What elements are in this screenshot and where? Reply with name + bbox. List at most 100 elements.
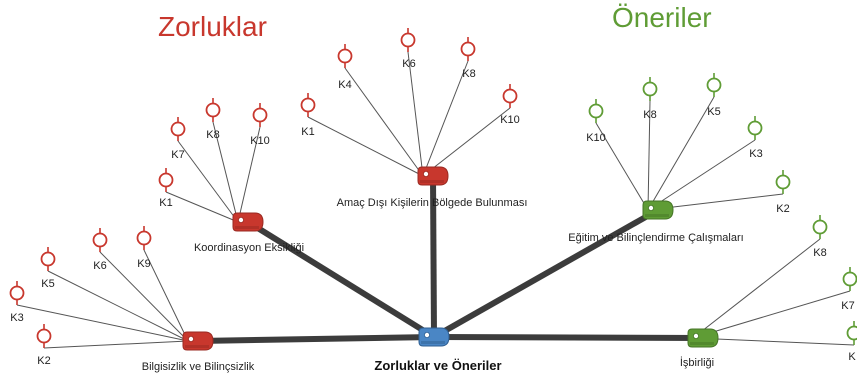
leaf-label: K8 [462, 68, 475, 80]
leaf-bilgisizlik-3[interactable] [92, 228, 108, 252]
edge-egitim-0 [595, 122, 649, 211]
edge-koordinasyon-3 [237, 126, 261, 223]
leaf-isbirligi-2-pin-icon [846, 325, 857, 341]
leaf-koordinasyon-0-pin-icon [158, 172, 174, 188]
leaf-label: K6 [402, 58, 415, 70]
leaf-egitim-1[interactable] [642, 77, 658, 101]
leaf-amac-disi-4-pin-icon [502, 88, 518, 104]
main-edges [197, 175, 704, 344]
challenges-heading: Zorluklar [158, 11, 267, 42]
leaf-egitim-0[interactable] [588, 99, 604, 123]
leaf-amac-disi-2[interactable] [400, 28, 416, 52]
leaf-label: K1 [159, 197, 172, 209]
leaf-koordinasyon-1-pin-icon [170, 121, 186, 137]
edge-egitim-1 [647, 100, 651, 211]
leaf-koordinasyon-0[interactable] [158, 168, 174, 192]
leaf-egitim-2[interactable] [706, 73, 722, 97]
leaf-label: K2 [776, 203, 789, 215]
edge-center-isbirligi [433, 334, 704, 341]
center-tag-hole-icon [423, 331, 430, 338]
category-bilgisizlik-node-shadow [185, 345, 209, 348]
leaf-bilgisizlik-4[interactable] [136, 226, 152, 250]
leaf-label: K8 [643, 109, 656, 121]
leaf-koordinasyon-1[interactable] [170, 117, 186, 141]
leaf-bilgisizlik-4-pin-icon [136, 230, 152, 246]
leaf-isbirligi-0-pin-icon [812, 219, 828, 235]
leaf-label: K5 [41, 278, 54, 290]
edge-bilgisizlik-2 [47, 270, 189, 342]
category-bilgisizlik-node-hole-icon [187, 335, 194, 342]
center-tag[interactable] [418, 327, 450, 347]
leaf-label: K8 [813, 247, 826, 259]
leaf-bilgisizlik-2-pin-icon [40, 251, 56, 267]
category-koordinasyon-node-hole-icon [237, 216, 244, 223]
edge-koordinasyon-1 [177, 140, 239, 223]
leaf-egitim-2-pin-icon [706, 77, 722, 93]
category-label-koordinasyon: Koordinasyon Eksikliği [194, 242, 304, 254]
edge-amac-disi-0 [307, 116, 424, 177]
edge-bilgisizlik-0 [43, 340, 189, 349]
leaf-amac-disi-4[interactable] [502, 84, 518, 108]
leaf-koordinasyon-2[interactable] [205, 98, 221, 122]
leaf-isbirligi-1[interactable] [842, 267, 857, 291]
leaf-koordinasyon-3-pin-icon [252, 107, 268, 123]
leaf-label: K10 [500, 114, 520, 126]
category-label-egitim: Eğitim ve Bilinçlendirme Çalışmaları [568, 232, 743, 244]
leaf-amac-disi-1-pin-icon [337, 48, 353, 64]
leaf-label: K8 [206, 129, 219, 141]
leaf-label: K4 [338, 79, 351, 91]
leaf-label: K3 [10, 312, 23, 324]
category-egitim-node[interactable] [642, 200, 674, 220]
category-isbirligi-node-hole-icon [693, 332, 700, 339]
leaf-label: K [848, 351, 856, 363]
edge-bilgisizlik-3 [99, 251, 189, 342]
edge-amac-disi-2 [407, 51, 424, 177]
leaf-bilgisizlik-1[interactable] [9, 281, 25, 305]
leaf-amac-disi-3[interactable] [460, 37, 476, 61]
edge-amac-disi-4 [422, 107, 511, 177]
leaf-isbirligi-1-pin-icon [842, 271, 857, 287]
leaf-label: K1 [301, 126, 314, 138]
leaf-label: K10 [586, 132, 606, 144]
category-label-amac-disi: Amaç Dışı Kişilerin Bölgede Bulunması [337, 197, 528, 209]
edge-center-bilgisizlik [197, 334, 435, 344]
category-label-bilgisizlik: Bilgisizlik ve Bilinçsizlik [142, 361, 255, 373]
suggestions-heading: Öneriler [612, 2, 712, 33]
leaf-isbirligi-2[interactable] [846, 321, 857, 345]
leaf-label: K7 [841, 300, 854, 312]
edge-isbirligi-0 [692, 238, 821, 339]
center-label: Zorluklar ve Öneriler [374, 358, 501, 373]
leaf-bilgisizlik-1-pin-icon [9, 285, 25, 301]
leaf-amac-disi-1[interactable] [337, 44, 353, 68]
category-bilgisizlik-node[interactable] [182, 331, 214, 351]
category-koordinasyon-node[interactable] [232, 212, 264, 232]
edge-koordinasyon-2 [212, 121, 239, 223]
leaf-bilgisizlik-2[interactable] [40, 247, 56, 271]
edge-koordinasyon-0 [165, 191, 239, 223]
leaf-amac-disi-0-pin-icon [300, 97, 316, 113]
category-egitim-node-hole-icon [648, 204, 655, 211]
edge-center-koordinasyon [246, 219, 436, 340]
leaf-amac-disi-0[interactable] [300, 93, 316, 117]
edge-bilgisizlik-4 [143, 249, 189, 342]
leaf-amac-disi-3-pin-icon [460, 41, 476, 57]
category-isbirligi-node[interactable] [687, 328, 719, 348]
category-amac-disi-node-hole-icon [422, 170, 429, 177]
leaf-label: K5 [707, 106, 720, 118]
category-amac-disi-node[interactable] [417, 166, 449, 186]
leaf-isbirligi-0[interactable] [812, 215, 828, 239]
category-nodes: Koordinasyon Eksikliği Amaç Dışı Kişileri… [142, 166, 744, 373]
category-amac-disi-node-shadow [420, 180, 444, 183]
center-node: Zorluklar ve Öneriler [374, 327, 502, 373]
category-isbirligi-node-shadow [690, 342, 714, 345]
leaf-bilgisizlik-0[interactable] [36, 324, 52, 348]
leaf-koordinasyon-3[interactable] [252, 103, 268, 127]
leaf-egitim-3[interactable] [747, 116, 763, 140]
leaf-egitim-4[interactable] [775, 170, 791, 194]
leaf-amac-disi-2-pin-icon [400, 32, 416, 48]
leaf-bilgisizlik-0-pin-icon [36, 328, 52, 344]
category-label-isbirligi: İşbirliği [680, 356, 714, 369]
category-egitim-node-shadow [645, 214, 669, 217]
